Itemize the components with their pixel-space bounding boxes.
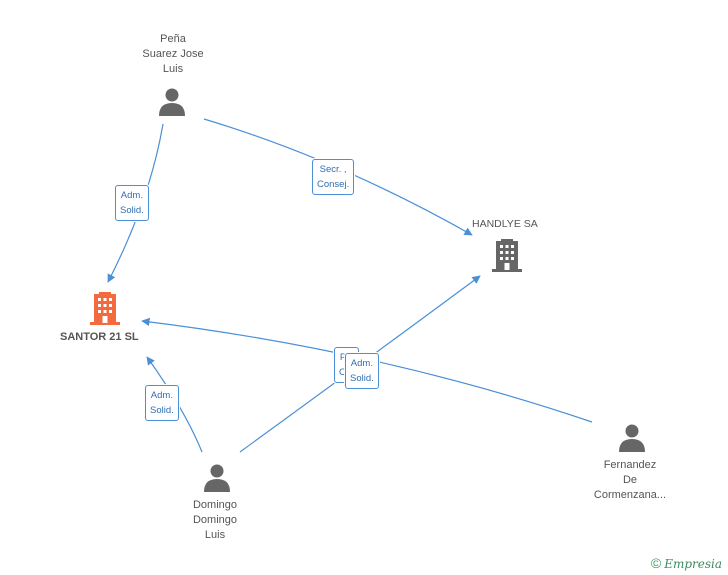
person-label-fernandez[interactable]: Fernandez De Cormenzana... xyxy=(593,459,667,501)
person-icon[interactable] xyxy=(204,464,230,493)
edge-domingo-santor xyxy=(146,356,203,453)
edge-label-pena-santor[interactable]: Adm. Solid. xyxy=(115,185,149,221)
brand-footer[interactable]: ©Empresia xyxy=(651,555,722,571)
building-icon[interactable] xyxy=(90,292,120,325)
company-label-santor[interactable]: SANTOR 21 SL xyxy=(60,331,139,343)
person-label-domingo[interactable]: Domingo Domingo Luis xyxy=(192,499,238,541)
edge-label-domingo-santor[interactable]: Adm. Solid. xyxy=(145,385,179,421)
edge-label-pena-handlye[interactable]: Secr. , Consej. xyxy=(312,159,355,195)
company-label-handlye[interactable]: HANDLYE SA xyxy=(472,218,538,230)
person-icon[interactable] xyxy=(619,424,645,453)
person-label-pena[interactable]: Peña Suarez Jose Luis xyxy=(142,33,204,75)
building-icon[interactable] xyxy=(492,239,522,272)
person-icon[interactable] xyxy=(159,88,185,117)
brand-logo: Empresia xyxy=(664,557,722,571)
edge-label-domingo-handlye[interactable]: Adm. Solid. xyxy=(345,353,379,389)
copyright-icon: © xyxy=(650,555,662,571)
